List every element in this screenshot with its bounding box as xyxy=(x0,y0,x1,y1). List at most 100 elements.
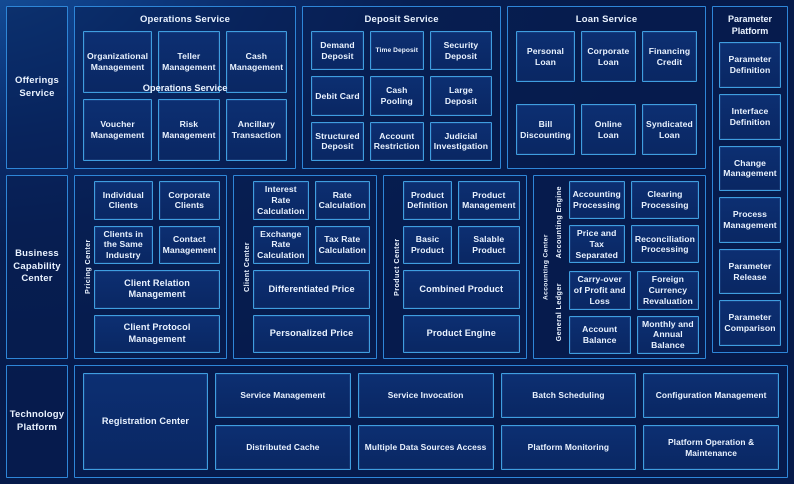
offerings-service-groups: Operations Service Organizational Manage… xyxy=(74,6,706,169)
tile-personalized-price[interactable]: Personalized Price xyxy=(253,314,370,353)
offerings-service-label: Offerings Service xyxy=(6,6,68,169)
accounting-engine-group: Accounting Engine Accounting Processing … xyxy=(552,181,699,264)
tile-exchange-rate-calculation[interactable]: Exchange Rate Calculation xyxy=(253,225,309,264)
tile-change-management[interactable]: Change Management xyxy=(719,145,781,192)
technology-platform-label: Technology Platform xyxy=(6,365,68,478)
tile-price-and-tax-separated[interactable]: Price and Tax Separated xyxy=(568,225,625,264)
tile-parameter-release[interactable]: Parameter Release xyxy=(719,248,781,295)
tile-salable-product[interactable]: Salable Product xyxy=(458,225,520,264)
technology-platform-row: Technology Platform Registration Center … xyxy=(6,365,788,478)
tile-product-engine[interactable]: Product Engine xyxy=(402,314,520,353)
tile-distributed-cache[interactable]: Distributed Cache xyxy=(215,425,351,470)
tile-product-definition[interactable]: Product Definition xyxy=(402,181,453,220)
tile-service-invocation[interactable]: Service Invocation xyxy=(357,373,494,418)
client-center-tiles: Interest Rate Calculation Rate Calculati… xyxy=(253,181,370,353)
tile-organizational-management[interactable]: Organizational Management xyxy=(83,31,153,93)
technology-platform-label-text: Technology Platform xyxy=(9,408,65,433)
tile-clearing-processing[interactable]: Clearing Processing xyxy=(630,181,699,220)
tile-interface-definition[interactable]: Interface Definition xyxy=(719,93,781,140)
pricing-center-panel: Pricing Center Individual Clients Corpor… xyxy=(74,175,228,359)
tile-differentiated-price[interactable]: Differentiated Price xyxy=(253,270,370,309)
tile-bill-discounting[interactable]: Bill Discounting xyxy=(516,104,575,155)
tile-corporate-loan[interactable]: Corporate Loan xyxy=(580,31,636,82)
tile-corporate-clients[interactable]: Corporate Clients xyxy=(158,181,221,220)
accounting-engine-tiles: Accounting Processing Clearing Processin… xyxy=(568,181,699,264)
deposit-service-panel: Deposit Service Demand Deposit Time Depo… xyxy=(302,6,502,169)
tile-personal-loan[interactable]: Personal Loan xyxy=(516,31,575,82)
tile-syndicated-loan[interactable]: Syndicated Loan xyxy=(641,104,697,155)
tile-risk-management[interactable]: Risk Management xyxy=(158,99,220,161)
offerings-service-label-text: Offerings Service xyxy=(14,74,60,99)
tile-service-management[interactable]: Service Management xyxy=(215,373,351,418)
tile-client-relation-management[interactable]: Client Relation Management xyxy=(94,270,221,309)
tile-contact-management[interactable]: Contact Management xyxy=(158,225,221,264)
tile-teller-management[interactable]: Teller Management xyxy=(158,31,220,93)
tile-cash-management[interactable]: Cash Management xyxy=(225,31,288,93)
general-ledger-group: General Ledger Carry-over of Profit and … xyxy=(552,271,699,354)
tile-time-deposit[interactable]: Time Deposit xyxy=(369,31,424,71)
tile-account-restriction[interactable]: Account Restriction xyxy=(369,121,424,161)
tile-product-management[interactable]: Product Management xyxy=(458,181,520,220)
tile-rate-calculation[interactable]: Rate Calculation xyxy=(314,181,370,220)
tile-process-management[interactable]: Process Management xyxy=(719,197,781,243)
tile-monthly-and-annual-balance[interactable]: Monthly and Annual Balance xyxy=(636,315,699,354)
loan-service-title: Loan Service xyxy=(575,14,638,25)
tile-reconciliation-processing[interactable]: Reconciliation Processing xyxy=(630,225,699,264)
loan-service-tiles: Personal Loan Corporate Loan Financing C… xyxy=(516,31,697,161)
tile-online-loan[interactable]: Online Loan xyxy=(580,104,636,155)
tile-platform-operation-maintenance[interactable]: Platform Operation & Maintenance xyxy=(643,425,779,470)
offerings-service-row: Offerings Service Operations Service Org… xyxy=(6,6,788,169)
tile-multiple-data-sources-access[interactable]: Multiple Data Sources Access xyxy=(357,425,494,470)
tile-structured-deposit[interactable]: Structured Deposit xyxy=(311,121,364,161)
tile-batch-scheduling[interactable]: Batch Scheduling xyxy=(500,373,637,418)
tile-judicial-investigation[interactable]: Judicial Investigation xyxy=(429,121,493,161)
tile-ancillary-transaction[interactable]: Ancillary Transaction xyxy=(225,99,288,161)
pricing-center-vertical-label: Pricing Center xyxy=(83,239,92,295)
tile-debit-card[interactable]: Debit Card xyxy=(311,76,364,116)
deposit-service-title: Deposit Service xyxy=(364,14,439,25)
tile-configuration-management[interactable]: Configuration Management xyxy=(643,373,779,418)
accounting-center-panel: Accounting Center Accounting Engine Acco… xyxy=(532,175,706,359)
tile-foreign-currency-revaluation[interactable]: Foreign Currency Revaluation xyxy=(636,271,699,310)
parameter-platform-panel: Parameter Platform Parameter Definition … xyxy=(712,6,788,353)
business-capability-center-label: Business Capability Center xyxy=(6,175,68,359)
tile-cash-pooling[interactable]: Cash Pooling xyxy=(369,76,424,116)
tile-client-protocol-management[interactable]: Client Protocol Management xyxy=(94,314,221,353)
general-ledger-vertical-label: General Ledger xyxy=(553,283,563,342)
product-center-panel: Product Center Product Definition Produc… xyxy=(382,175,527,359)
operations-service-tiles: Organizational Management Teller Managem… xyxy=(83,31,288,161)
tile-financing-credit[interactable]: Financing Credit xyxy=(641,31,697,82)
tile-basic-product[interactable]: Basic Product xyxy=(402,225,453,264)
tile-voucher-management[interactable]: Voucher Management xyxy=(83,99,153,161)
pricing-center-tiles: Individual Clients Corporate Clients Cli… xyxy=(94,181,221,353)
deposit-service-tiles: Demand Deposit Time Deposit Security Dep… xyxy=(311,31,493,161)
tile-parameter-definition[interactable]: Parameter Definition xyxy=(719,42,781,88)
tile-registration-center[interactable]: Registration Center xyxy=(83,373,208,470)
accounting-center-groups: Accounting Engine Accounting Processing … xyxy=(552,181,699,354)
parameter-platform-title: Parameter Platform xyxy=(727,14,773,37)
business-capability-center-label-text: Business Capability Center xyxy=(13,247,61,285)
general-ledger-tiles: Carry-over of Profit and Loss Foreign Cu… xyxy=(568,271,699,354)
tile-accounting-processing[interactable]: Accounting Processing xyxy=(568,181,625,220)
tile-platform-monitoring[interactable]: Platform Monitoring xyxy=(500,425,637,470)
accounting-engine-vertical-label: Accounting Engine xyxy=(553,186,563,259)
technology-platform-tiles: Service Management Service Invocation Ba… xyxy=(215,373,779,470)
tile-carry-over-of-profit-and-loss[interactable]: Carry-over of Profit and Loss xyxy=(568,271,631,310)
tile-account-balance[interactable]: Account Balance xyxy=(568,315,631,354)
tile-combined-product[interactable]: Combined Product xyxy=(402,270,520,309)
operations-service-title: Operations Service xyxy=(139,14,231,25)
tile-interest-rate-calculation[interactable]: Interest Rate Calculation xyxy=(253,181,309,220)
client-center-panel: Client Center Interest Rate Calculation … xyxy=(233,175,377,359)
tile-individual-clients[interactable]: Individual Clients xyxy=(94,181,153,220)
product-center-tiles: Product Definition Product Management Ba… xyxy=(402,181,520,353)
accounting-center-vertical-label: Accounting Center xyxy=(542,234,550,300)
tile-clients-in-the-same-industry[interactable]: Clients in the Same Industry xyxy=(94,225,153,264)
tile-large-deposit[interactable]: Large Deposit xyxy=(429,76,493,116)
tile-tax-rate-calculation[interactable]: Tax Rate Calculation xyxy=(314,225,370,264)
tile-demand-deposit[interactable]: Demand Deposit xyxy=(311,31,364,71)
tile-security-deposit[interactable]: Security Deposit xyxy=(429,31,493,71)
business-capability-row: Business Capability Center Pricing Cente… xyxy=(6,175,788,359)
tile-parameter-comparison[interactable]: Parameter Comparison xyxy=(719,300,781,346)
client-center-vertical-label: Client Center xyxy=(242,242,252,292)
